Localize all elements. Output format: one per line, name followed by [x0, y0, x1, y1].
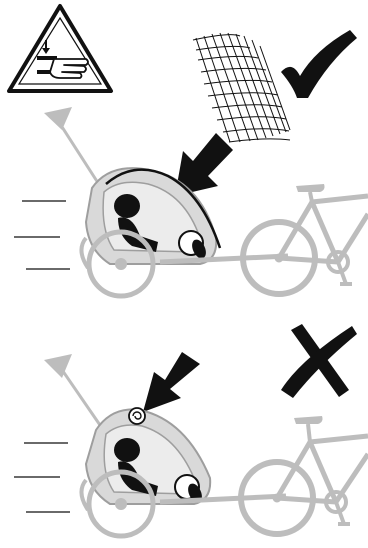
bicycle: [243, 184, 368, 294]
x-mark-icon: [281, 324, 357, 398]
rain-cover-mesh-icon: [193, 33, 290, 142]
motion-lines: [14, 443, 70, 512]
motion-lines: [14, 201, 70, 269]
checkmark-icon: [281, 30, 357, 98]
correct-usage-panel: [0, 0, 368, 300]
incorrect-usage-illustration: [0, 300, 368, 548]
correct-usage-illustration: [0, 0, 368, 300]
pinch-hazard-warning-icon: [9, 6, 111, 91]
bicycle: [241, 416, 368, 534]
child-trailer: [44, 107, 288, 296]
arrow-icon: [143, 352, 200, 412]
incorrect-usage-panel: [0, 300, 368, 548]
